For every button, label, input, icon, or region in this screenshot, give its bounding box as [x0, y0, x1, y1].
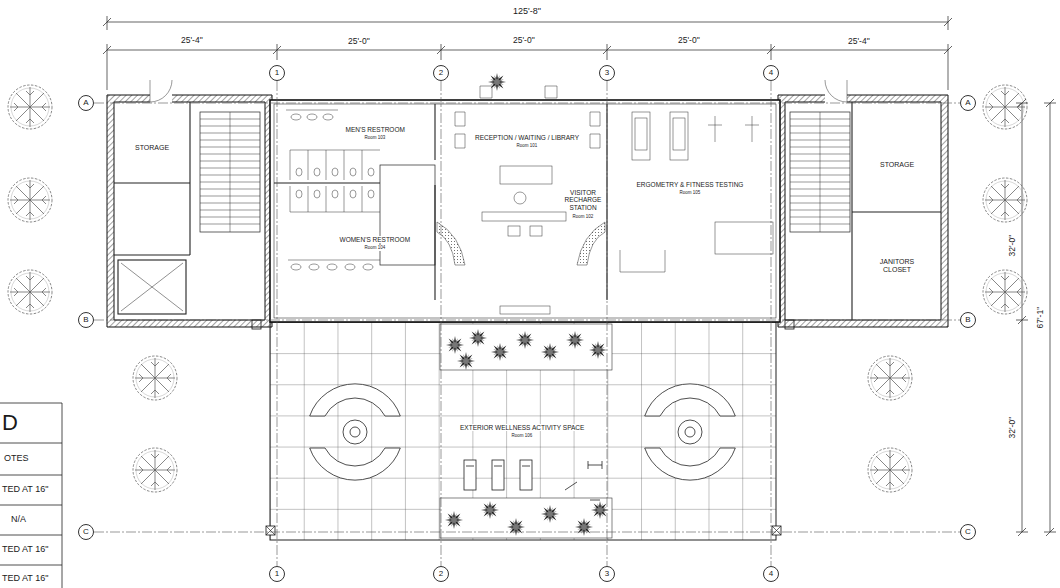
room-number: Room 106 — [511, 433, 534, 438]
room-name: JANITORS CLOSET — [871, 258, 923, 274]
dimension: 25'-0" — [512, 36, 536, 45]
grid-label: 3 — [600, 66, 614, 80]
room-number: Room 103 — [364, 135, 387, 140]
grid-bubble: C — [960, 524, 976, 540]
room: STORAGE — [114, 102, 190, 183]
grid-line — [94, 103, 960, 104]
grid-line — [607, 81, 608, 566]
room-number: Room 105 — [679, 190, 702, 195]
grid-bubble: 3 — [599, 566, 615, 582]
room-name: RECEPTION / WAITING / LIBRARY — [474, 134, 580, 141]
room: VISITOR RECHARGE STATION Room 102 — [556, 186, 610, 226]
grid-line — [771, 81, 772, 566]
room-number: Room 101 — [516, 143, 539, 148]
grid-bubble: 2 — [433, 65, 449, 81]
grid-bubble: A — [960, 95, 976, 111]
room-name: EXTERIOR WELLNESS ACTIVITY SPACE — [459, 424, 585, 431]
room: EXTERIOR WELLNESS ACTIVITY SPACE Room 106 — [270, 322, 776, 540]
dimension: 32'-0" — [1008, 416, 1017, 440]
grid-bubble: 2 — [433, 566, 449, 582]
schedule-text: TED AT 16" — [1, 545, 49, 555]
grid-label: B — [961, 313, 975, 327]
grid-bubble: B — [78, 312, 94, 328]
grid-label: 4 — [764, 66, 778, 80]
dimension: 125'-8" — [512, 7, 542, 17]
room: JANITORS CLOSET — [852, 212, 941, 320]
grid-bubble: A — [78, 95, 94, 111]
grid-line — [277, 81, 278, 566]
schedule-text: TED AT 16" — [1, 574, 49, 584]
grid-bubble: 1 — [269, 65, 285, 81]
room: WOMEN'S RESTROOM Room 104 — [274, 183, 435, 278]
dimension: 25'-0" — [347, 37, 371, 46]
grid-line — [441, 81, 442, 566]
dimension: 25'-0" — [677, 36, 701, 45]
room: ERGOMETRY & FITNESS TESTING Room 105 — [609, 104, 776, 318]
grid-label: 1 — [270, 66, 284, 80]
room-name: VISITOR RECHARGE STATION — [560, 189, 606, 211]
grid-bubble: 3 — [599, 65, 615, 81]
room-number: Room 104 — [364, 245, 387, 250]
grid-bubble: 1 — [269, 566, 285, 582]
room-name: MEN'S RESTROOM — [345, 126, 406, 133]
grid-label: 3 — [600, 567, 614, 581]
grid-label: 2 — [434, 567, 448, 581]
grid-label: 2 — [434, 66, 448, 80]
room: RECEPTION / WAITING / LIBRARY Room 101VIS… — [437, 104, 605, 318]
dimension: 32'-0" — [1008, 234, 1017, 258]
grid-label: C — [79, 525, 93, 539]
grid-label: B — [79, 313, 93, 327]
grid-label: A — [79, 96, 93, 110]
grid-bubble: C — [78, 524, 94, 540]
schedule-text: N/A — [10, 515, 27, 525]
grid-bubble: B — [960, 312, 976, 328]
schedule-text: D — [1, 411, 19, 435]
room-name: STORAGE — [134, 144, 170, 152]
grid-line — [94, 320, 960, 321]
room: MEN'S RESTROOM Room 103 — [274, 104, 435, 183]
room-name: STORAGE — [879, 161, 915, 169]
schedule-text: OTES — [3, 454, 30, 464]
grid-bubble: 4 — [763, 65, 779, 81]
dimension: 25'-4" — [180, 36, 204, 45]
grid-line — [94, 532, 960, 533]
grid-bubble: 4 — [763, 566, 779, 582]
room-number: Room 102 — [572, 214, 595, 219]
dimension: 25'-4" — [847, 37, 871, 46]
room-name: WOMEN'S RESTROOM — [339, 236, 412, 243]
grid-label: 4 — [764, 567, 778, 581]
grid-label: A — [961, 96, 975, 110]
room-name: ERGOMETRY & FITNESS TESTING — [636, 181, 745, 188]
room: STORAGE — [852, 102, 941, 212]
schedule-text: TED AT 16" — [1, 485, 49, 495]
dimension: 67'-1" — [1036, 306, 1045, 330]
grid-label: C — [961, 525, 975, 539]
grid-label: 1 — [270, 567, 284, 581]
